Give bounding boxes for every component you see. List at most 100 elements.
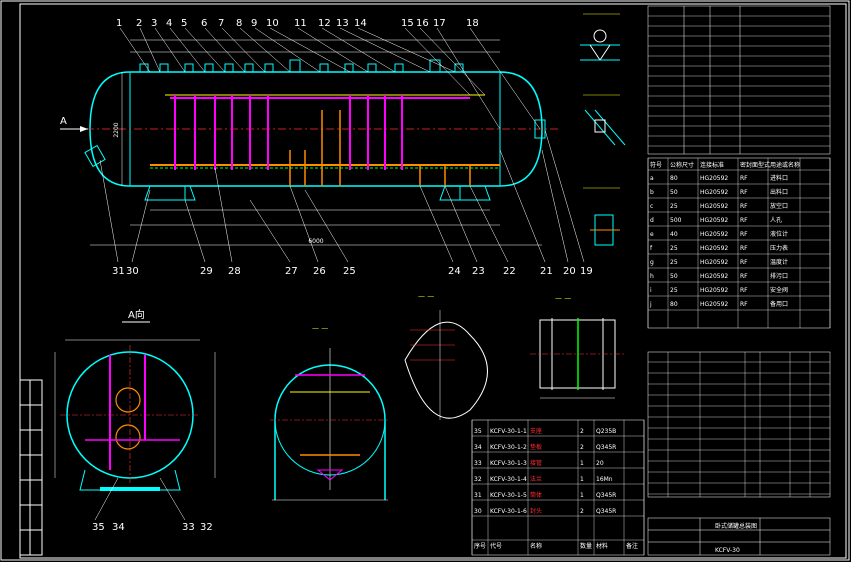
view-a-end-view: A向 <box>54 308 216 521</box>
balloon-top-5: 5 <box>181 18 187 29</box>
balloon-top-15: 15 <box>401 18 414 29</box>
balloon-top-11: 11 <box>294 18 307 29</box>
balloon-bottom-20: 20 <box>563 266 576 277</box>
nozzle-table-cell: 25 <box>670 259 678 266</box>
parts-cell: KCFV-30-1-3 <box>490 460 527 467</box>
design-data-table <box>647 5 831 155</box>
balloon-top-1: 1 <box>116 18 122 29</box>
nozzle-table-cell: HG20592 <box>700 273 728 280</box>
balloon-bottom-27: 27 <box>285 266 298 277</box>
balloon-top-6: 6 <box>201 18 207 29</box>
nozzle-table-cell: 40 <box>670 231 678 238</box>
nozzle-table-cell: HG20592 <box>700 203 728 210</box>
balloon-bottom-28: 28 <box>228 266 241 277</box>
nozzle-table-cell: j <box>649 301 652 308</box>
parts-cell: 34 <box>474 444 482 451</box>
nozzle-table-header: 符号 <box>650 161 662 169</box>
section-view: — — <box>270 324 390 501</box>
parts-cell: 垫板 <box>530 443 542 451</box>
nozzle-table-cell: a <box>650 175 654 182</box>
tube-bundle-detail: — — <box>530 294 625 399</box>
balloon-view-a-34: 34 <box>112 522 125 533</box>
balloon-top-14: 14 <box>354 18 367 29</box>
nozzle-table-cell: 温度计 <box>770 258 788 266</box>
detail-view-caption-mark: — — <box>418 292 434 300</box>
nozzle-table-cell: RF <box>740 245 748 252</box>
balloon-top-10: 10 <box>266 18 279 29</box>
balloon-bottom-30: 30 <box>126 266 139 277</box>
nozzle-table-cell: 液位计 <box>770 230 788 238</box>
nozzle-table-cell: 50 <box>670 189 678 196</box>
balloon-top-18: 18 <box>466 18 479 29</box>
nozzle-table-cell: 人孔 <box>770 216 782 224</box>
weld-detail-3 <box>583 187 620 246</box>
nozzle-table-cell: RF <box>740 301 748 308</box>
nozzle-table-cell: 80 <box>670 301 678 308</box>
nozzle-table-cell: 安全阀 <box>770 286 788 294</box>
detail-view-ellipse: — — <box>404 292 488 420</box>
left-side-strip <box>19 379 43 556</box>
nozzle-table-cell: RF <box>740 259 748 266</box>
nozzle-table-cell: RF <box>740 231 748 238</box>
parts-cell: 35 <box>474 428 482 435</box>
parts-cell: 1 <box>580 460 584 467</box>
parts-cell: 2 <box>580 508 584 515</box>
nozzle-table-cell: HG20592 <box>700 301 728 308</box>
nozzle-table-cell: RF <box>740 217 748 224</box>
parts-cell: Q345R <box>596 508 616 515</box>
nozzle-table-cell: HG20592 <box>700 217 728 224</box>
nozzle-table-header: 用途或名称 <box>770 161 800 169</box>
parts-cell: 支座 <box>530 427 542 435</box>
balloon-top-9: 9 <box>251 18 257 29</box>
parts-cell: 31 <box>474 492 482 499</box>
balloon-bottom-31: 31 <box>112 266 125 277</box>
parts-cell: 16Mn <box>596 476 613 483</box>
nozzle-table-header: 密封面型式 <box>740 161 770 169</box>
nozzle-table-cell: RF <box>740 273 748 280</box>
parts-cell: 法兰 <box>530 475 542 483</box>
nozzle-table-header: 连接标准 <box>700 161 724 169</box>
nozzle-table-cell: 25 <box>670 245 678 252</box>
nozzle-table-cell: 排污口 <box>770 272 788 280</box>
balloon-top-2: 2 <box>136 18 142 29</box>
balloon-view-a-33: 33 <box>182 522 195 533</box>
parts-cell: KCFV-30-1-4 <box>490 476 527 483</box>
vessel-elevation: 6000 2200 A <box>60 39 560 246</box>
nozzle-table-cell: 备用口 <box>770 300 788 308</box>
nozzle-table-cell: 500 <box>670 217 682 224</box>
balloon-top-12: 12 <box>318 18 331 29</box>
nozzle-table-cell: 25 <box>670 287 678 294</box>
parts-cell: Q345R <box>596 492 616 499</box>
parts-cell: Q235B <box>596 428 616 435</box>
nozzle-table-cell: 25 <box>670 203 678 210</box>
nozzle-table-cell: RF <box>740 175 748 182</box>
parts-cell: 2 <box>580 444 584 451</box>
parts-cell: 30 <box>474 508 482 515</box>
tube-bundle-caption-mark: — — <box>555 294 571 302</box>
parts-cell: 2 <box>580 428 584 435</box>
inner-frame <box>19 3 847 559</box>
parts-cell: 33 <box>474 460 482 467</box>
parts-cell: Q345R <box>596 444 616 451</box>
nozzle-table-cell: b <box>650 189 654 196</box>
nozzle-table-cell: RF <box>740 189 748 196</box>
nozzle-table-cell: RF <box>740 203 748 210</box>
nozzle-table-cell: HG20592 <box>700 245 728 252</box>
balloon-bottom-24: 24 <box>448 266 461 277</box>
nozzle-table-cell: f <box>650 245 653 252</box>
nozzle-table-cell: HG20592 <box>700 175 728 182</box>
section-view-caption-mark: — — <box>312 324 328 332</box>
view-a-marker: A <box>60 116 67 127</box>
balloon-top-17: 17 <box>433 18 446 29</box>
balloon-top-16: 16 <box>416 18 429 29</box>
parts-list-right <box>647 351 831 498</box>
parts-header: 数量 <box>580 542 592 550</box>
parts-cell: 20 <box>596 460 604 467</box>
balloon-view-a-35: 35 <box>92 522 105 533</box>
balloon-bottom-21: 21 <box>540 266 553 277</box>
